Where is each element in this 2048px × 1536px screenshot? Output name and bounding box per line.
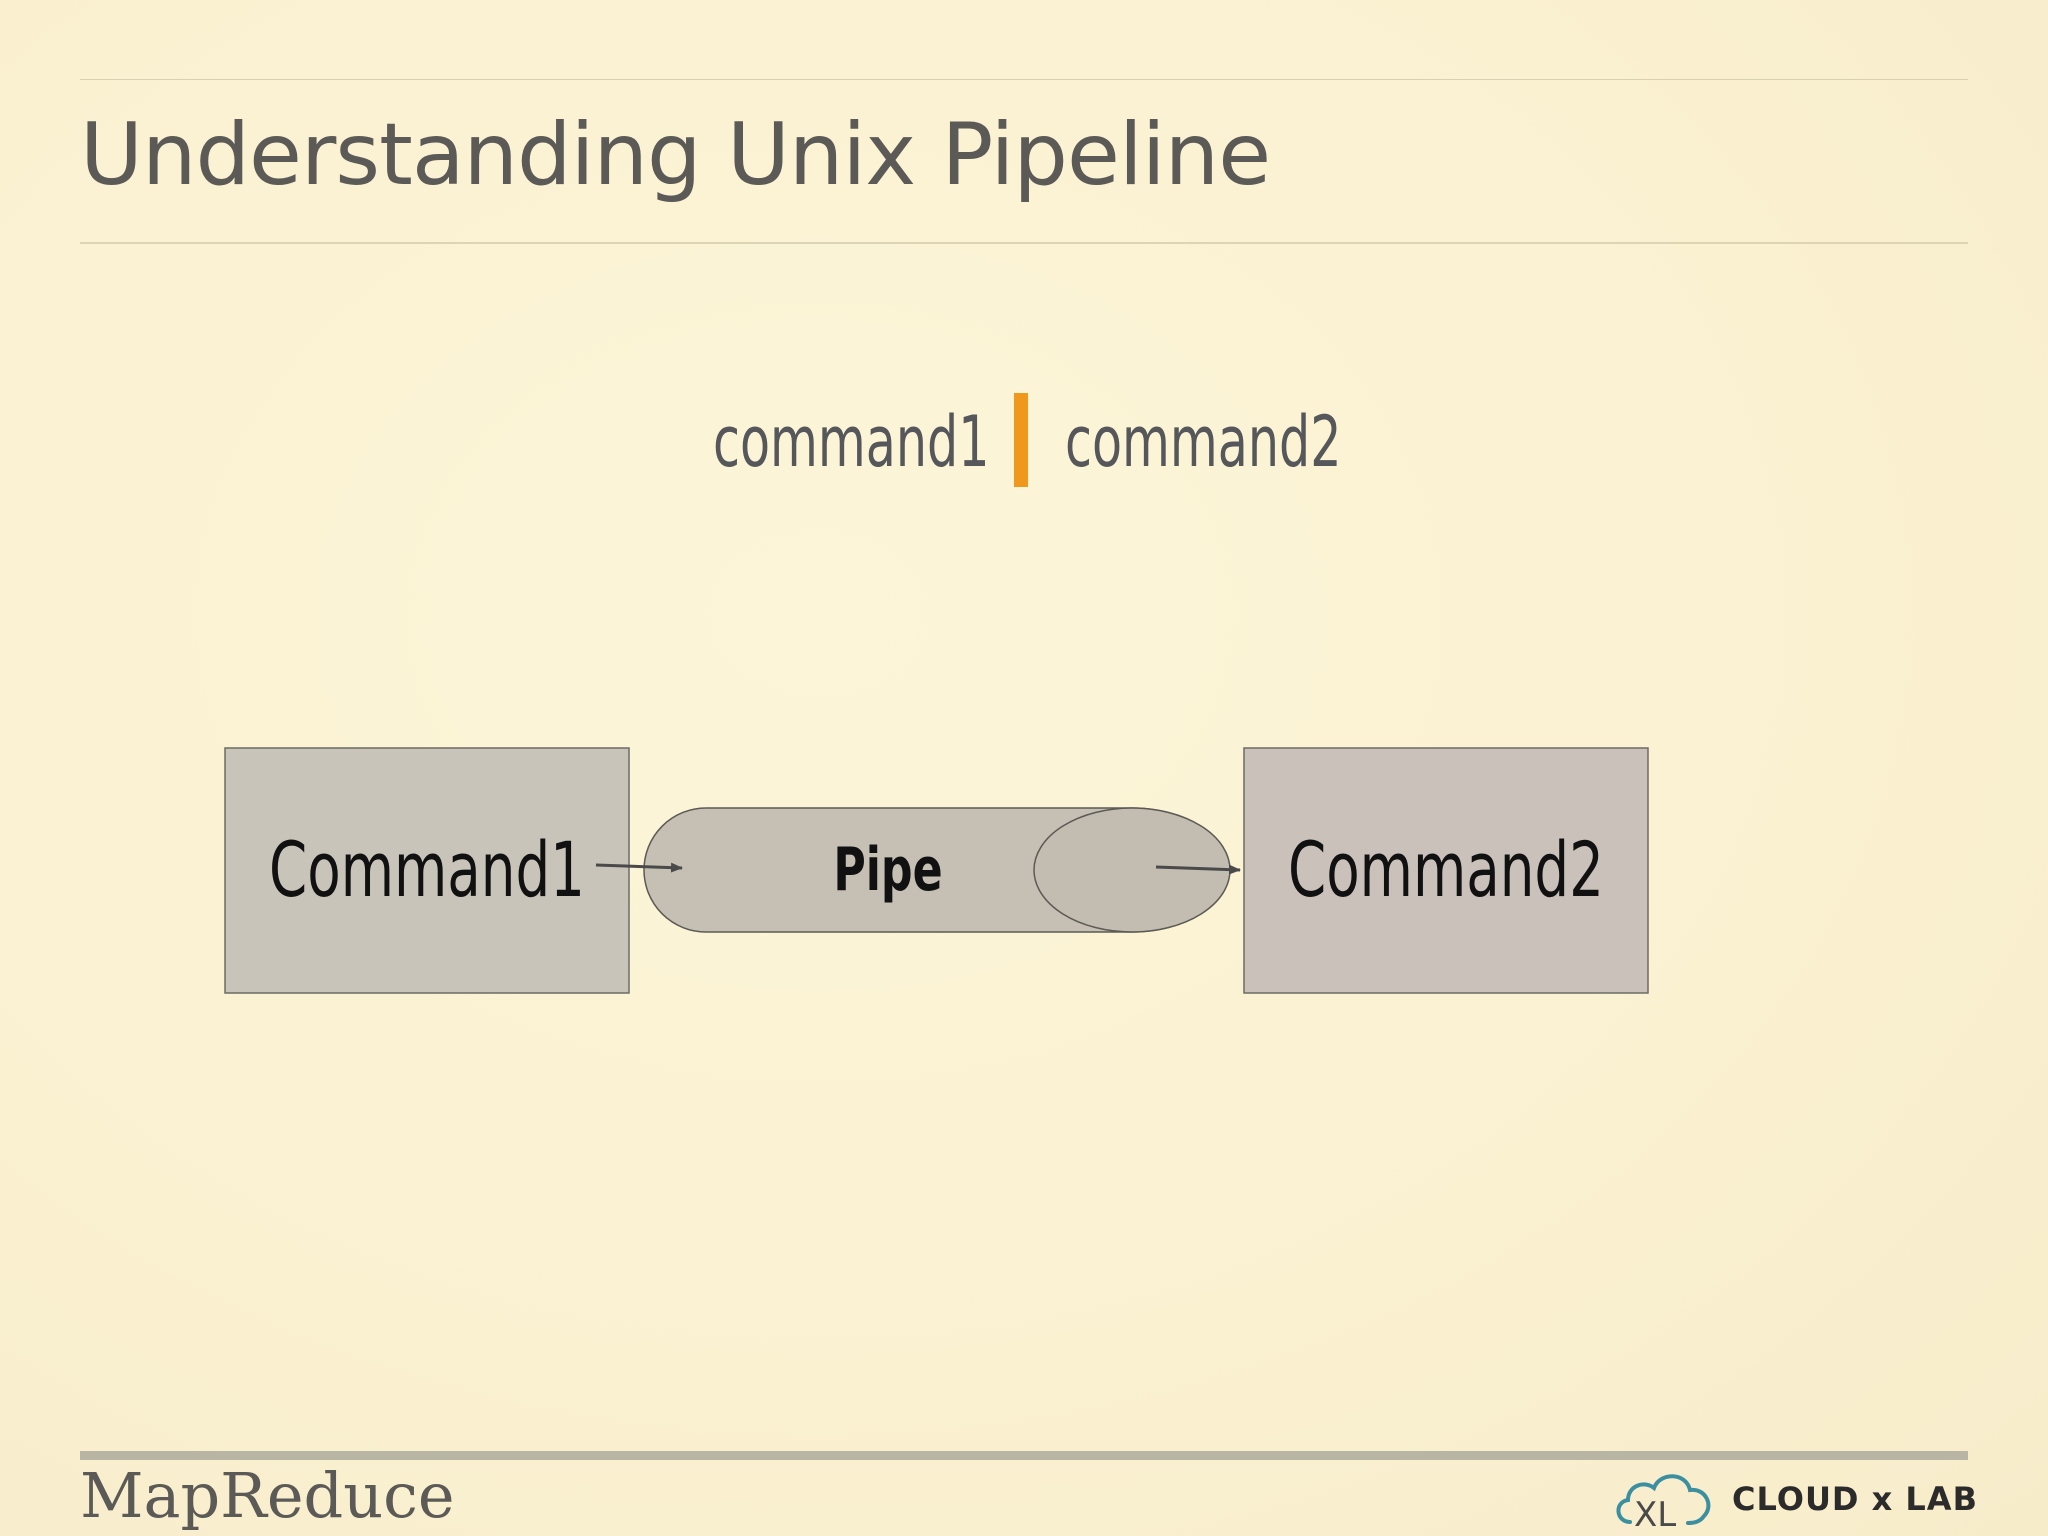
cloud-icon: XL bbox=[1616, 1474, 1711, 1532]
command-text-2: command2 bbox=[1065, 401, 1342, 483]
top-rule bbox=[80, 79, 1968, 80]
title-rule bbox=[80, 242, 1968, 244]
command1-label: Command1 bbox=[269, 826, 585, 914]
footer-rule bbox=[80, 1451, 1968, 1460]
logo-text: CLOUD x LAB bbox=[1732, 1480, 1978, 1518]
arrow-into-pipe bbox=[595, 862, 683, 873]
command2-label: Command2 bbox=[1288, 826, 1604, 914]
footer-section-title: MapReduce bbox=[80, 1459, 455, 1532]
arrow-out-of-pipe bbox=[1155, 864, 1241, 875]
pipe-label: Pipe bbox=[833, 834, 942, 904]
pipe-separator bbox=[1014, 393, 1028, 487]
command1-box bbox=[224, 747, 630, 994]
command2-box bbox=[1243, 747, 1649, 994]
logo-mark: XL bbox=[1634, 1495, 1676, 1532]
cloudxlab-logo: XL CLOUD x LAB bbox=[1610, 1466, 1977, 1532]
command-text-1: command1 bbox=[713, 401, 990, 483]
slide-title: Understanding Unix Pipeline bbox=[80, 105, 1271, 205]
